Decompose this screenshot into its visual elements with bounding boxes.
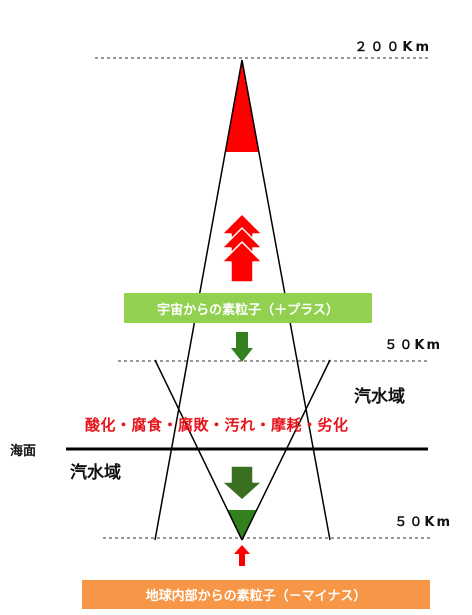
- red-up-arrow-icon: [234, 545, 250, 566]
- lower-cone-right-edge: [241, 359, 331, 541]
- lower-cone-left-edge: [154, 359, 243, 541]
- dark-green-down-arrow-icon: [221, 465, 263, 501]
- altitude-50km-upper-label: ５０Km: [384, 338, 442, 353]
- minus-particles-box: 地球内部からの素粒子（－マイナス）: [82, 580, 430, 609]
- brackish-zone-left-label: 汽水域: [70, 463, 121, 483]
- up-arrows-icon: [221, 213, 263, 283]
- altitude-200km-label: ２００Km: [354, 40, 432, 55]
- brackish-zone-right-label: 汽水域: [354, 387, 405, 407]
- effects-label: 酸化・腐食・腐敗・汚れ・摩耗・劣化: [85, 416, 349, 434]
- upper-cone-red-tip: [225, 60, 259, 152]
- altitude-50km-lower-label: ５０Km: [394, 515, 452, 530]
- plus-particles-box: 宇宙からの素粒子（＋プラス）: [124, 293, 372, 323]
- lower-cone-green-tip: [228, 510, 256, 540]
- green-down-arrow-icon: [231, 332, 253, 362]
- sea-surface-label: 海面: [10, 444, 37, 459]
